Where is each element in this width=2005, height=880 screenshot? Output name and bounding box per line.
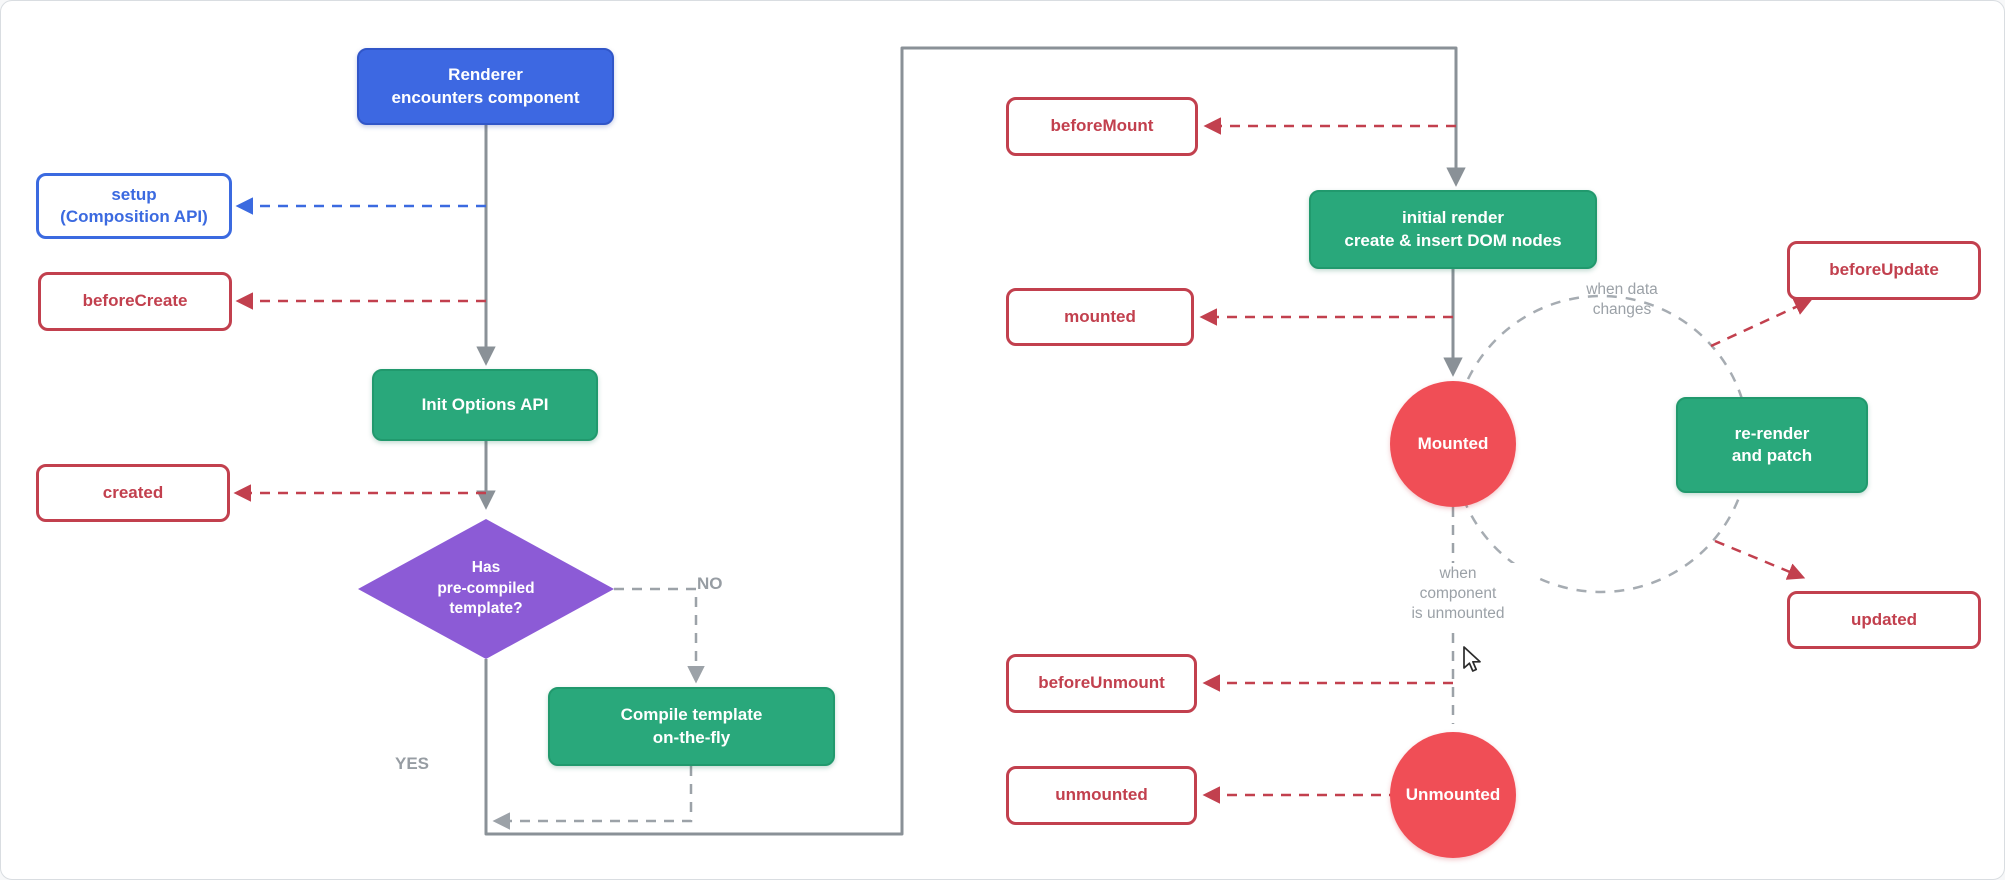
node-rerender-and-patch: re-render and patch (1676, 397, 1868, 493)
node-beforeunmount-hook: beforeUnmount (1006, 654, 1197, 713)
node-initial-render: initial render create & insert DOM nodes (1309, 190, 1597, 269)
node-mounted-hook: mounted (1006, 288, 1194, 346)
label-no: NO (697, 574, 723, 593)
node-beforecreate-hook: beforeCreate (38, 272, 232, 331)
node-beforeupdate-hook: beforeUpdate (1787, 241, 1981, 300)
label-when-component-unmounted: when component is unmounted (1382, 563, 1534, 626)
node-renderer-encounters-component: Renderer encounters component (357, 48, 614, 125)
node-has-precompiled-template-decision: Has pre-compiled template? (358, 519, 614, 659)
edge-compile-to-yes-line (492, 766, 693, 830)
node-unmounted-state: Unmounted (1390, 732, 1516, 858)
node-mounted-state: Mounted (1390, 381, 1516, 507)
edge-to-updated (1714, 539, 1806, 580)
label-when-data-changes: when data changes (1586, 281, 1658, 319)
node-compile-template: Compile template on-the-fly (548, 687, 835, 766)
node-beforemount-hook: beforeMount (1006, 97, 1198, 156)
edge-no-to-compile (614, 587, 705, 684)
mouse-cursor-icon (1463, 646, 1481, 672)
node-updated-hook: updated (1787, 591, 1981, 649)
node-setup-hook: setup (Composition API) (36, 173, 232, 239)
node-init-options-api: Init Options API (372, 369, 598, 441)
edge-to-beforeupdate (1710, 298, 1813, 348)
label-yes: YES (395, 754, 430, 773)
node-created-hook: created (36, 464, 230, 522)
node-unmounted-hook: unmounted (1006, 766, 1197, 825)
